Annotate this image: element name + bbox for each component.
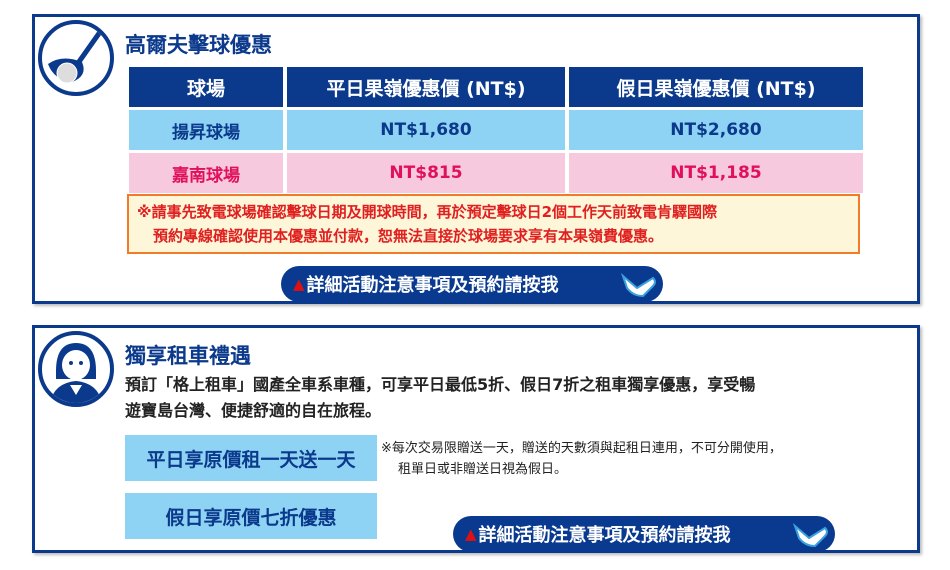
customer-service-icon [38, 331, 114, 407]
weekday-offer-box: 平日享原價租一天送一天 [125, 435, 377, 481]
holiday-price: NT$2,680 [569, 110, 863, 150]
holiday-price: NT$1,185 [569, 153, 863, 193]
triangle-icon: ▲ [293, 275, 305, 293]
note-line: ※請事先致電球場確認擊球日期及開球時間，再於預定擊球日2個工作天前致電肯驛國際 [137, 203, 718, 221]
note-line: 租單日或非贈送日視為假日。 [398, 462, 568, 477]
weekday-price: NT$815 [287, 153, 565, 193]
golf-details-button[interactable]: ▲ 詳細活動注意事項及預約請按我 [281, 266, 663, 302]
golf-club-icon [38, 20, 114, 96]
golf-note: ※請事先致電球場確認擊球日期及開球時間，再於預定擊球日2個工作天前致電肯驛國際 … [127, 194, 860, 254]
car-note: ※每次交易限贈送一天，贈送的天數須與起租日連用，不可分開使用， 租單日或非贈送日… [381, 438, 782, 480]
hand-pointer-icon [620, 272, 656, 298]
button-label: 詳細活動注意事項及預約請按我 [306, 275, 559, 296]
col-header-holiday: 假日果嶺優惠價 (NT$) [569, 67, 863, 107]
weekday-price: NT$1,680 [287, 110, 565, 150]
desc-line: 遊寶島台灣、便捷舒適的自在旅程。 [125, 401, 382, 420]
golf-offer-card: 高爾夫擊球優惠 球場平日果嶺優惠價 (NT$)假日果嶺優惠價 (NT$) 揚昇球… [32, 14, 920, 304]
col-header-course: 球場 [129, 67, 283, 107]
col-header-weekday: 平日果嶺優惠價 (NT$) [287, 67, 565, 107]
triangle-icon: ▲ [465, 525, 477, 543]
desc-line: 預訂「格上租車」國產全車系車種，可享平日最低5折、假日7折之租車獨享優惠，享受暢 [125, 375, 756, 394]
golf-title: 高爾夫擊球優惠 [125, 33, 272, 57]
holiday-offer-box: 假日享原價七折優惠 [125, 493, 377, 539]
hand-pointer-icon [792, 522, 828, 548]
car-details-button[interactable]: ▲ 詳細活動注意事項及預約請按我 [453, 516, 835, 552]
note-line: ※每次交易限贈送一天，贈送的天數須與起租日連用，不可分開使用， [381, 441, 782, 456]
course-name: 揚昇球場 [129, 110, 283, 150]
note-line: 預約專線確認使用本優惠並付款，恕無法直接於球場要求享有本果嶺費優惠。 [153, 227, 664, 245]
button-label: 詳細活動注意事項及預約請按我 [478, 525, 731, 546]
car-rental-card: 獨享租車禮遇 預訂「格上租車」國產全車系車種，可享平日最低5折、假日7折之租車獨… [32, 325, 920, 553]
car-title: 獨享租車禮遇 [125, 344, 251, 368]
course-name: 嘉南球場 [129, 153, 283, 193]
car-description: 預訂「格上租車」國產全車系車種，可享平日最低5折、假日7折之租車獨享優惠，享受暢… [125, 372, 755, 424]
